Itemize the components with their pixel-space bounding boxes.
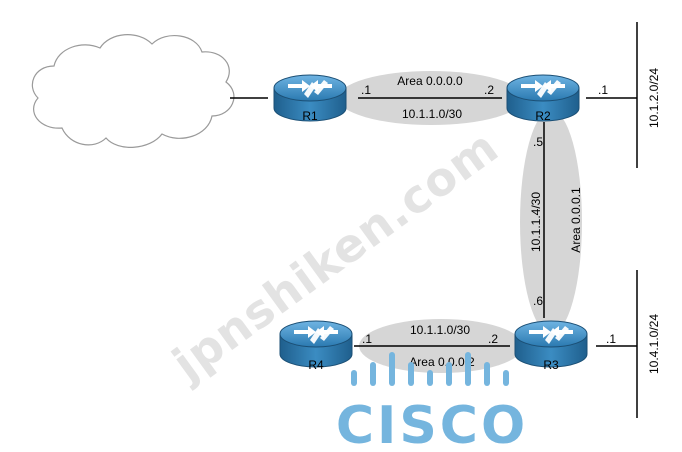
r2-lan-subnet-label: 10.1.2.0/24 [647, 68, 661, 128]
r2-lan-host-label: .1 [598, 83, 608, 97]
r1-r2-subnet-label: 10.1.1.0/30 [402, 107, 462, 121]
router-r1-label: R1 [302, 109, 318, 123]
router-r2-label: R2 [535, 109, 551, 123]
r2-r3-area-label: Area 0.0.0.1 [569, 187, 583, 253]
r2-r3-subnet-label: 10.1.1.4/30 [529, 192, 543, 252]
r3-lan-host-label: .1 [606, 332, 616, 346]
router-r3-label: R3 [543, 358, 559, 372]
r4-r3-subnet-label: 10.1.1.0/30 [410, 323, 470, 337]
r4-end-label: .1 [362, 332, 372, 346]
router-r2[interactable]: R2 [506, 74, 580, 123]
router-r4[interactable]: R4 [279, 320, 353, 372]
router-r3[interactable]: R3 [514, 320, 588, 372]
area-1-shade [520, 110, 582, 334]
cisco-logo-text: CISCO [336, 396, 528, 447]
r3-left-end-label: .2 [488, 332, 498, 346]
r1-r2-area-label: Area 0.0.0.0 [397, 74, 463, 88]
r4-r3-area-label: Area 0.0.0.2 [409, 355, 475, 369]
cisco-bridge-icon [351, 352, 509, 386]
cloud-icon [31, 34, 235, 148]
router-r1[interactable]: R1 [273, 74, 347, 123]
r2-end-label: .2 [484, 83, 494, 97]
r2-low-end-label: .5 [533, 135, 543, 149]
r3-up-end-label: .6 [533, 294, 543, 308]
r3-lan-subnet-label: 10.4.1.0/24 [647, 314, 661, 374]
r1-end-label: .1 [361, 83, 371, 97]
cisco-logo: CISCO [336, 352, 528, 452]
router-r4-label: R4 [308, 358, 324, 372]
